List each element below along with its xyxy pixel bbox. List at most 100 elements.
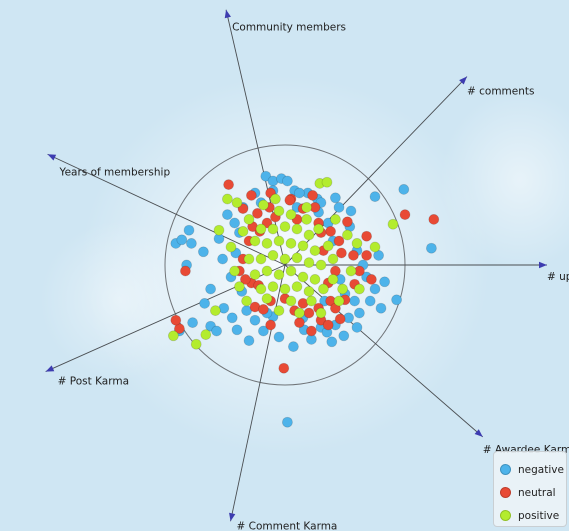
point-neutral xyxy=(252,208,263,219)
point-negative xyxy=(205,283,216,295)
point-positive xyxy=(267,223,279,235)
point-positive xyxy=(261,265,273,277)
point-negative xyxy=(288,341,299,352)
point-negative xyxy=(379,276,390,288)
point-positive xyxy=(327,274,339,285)
point-positive xyxy=(285,238,297,249)
point-negative xyxy=(426,242,437,254)
anchor-label-comments: # comments xyxy=(467,86,535,98)
point-neutral xyxy=(303,307,315,319)
point-neutral xyxy=(180,265,191,277)
point-neutral xyxy=(334,313,346,325)
point-negative xyxy=(176,234,188,246)
point-positive xyxy=(294,307,305,319)
point-neutral xyxy=(333,235,345,247)
point-negative xyxy=(351,322,363,333)
point-negative xyxy=(243,335,255,346)
point-negative xyxy=(369,283,381,295)
point-negative xyxy=(333,202,345,213)
legend-item-negative: negative xyxy=(500,458,566,481)
point-positive xyxy=(249,235,261,247)
point-neutral xyxy=(428,214,440,225)
point-negative xyxy=(198,246,209,258)
anchor-label-years-of-membership: Years of membership xyxy=(59,166,171,178)
point-negative xyxy=(229,217,240,229)
point-neutral xyxy=(246,190,257,201)
anchor-label-post-karma: # Post Karma xyxy=(58,376,129,388)
point-neutral xyxy=(325,226,336,237)
point-positive xyxy=(306,295,317,307)
axis-arrowhead-community-members xyxy=(224,9,231,19)
point-negative xyxy=(364,295,376,307)
point-positive xyxy=(229,265,240,277)
point-positive xyxy=(318,283,329,295)
point-positive xyxy=(222,193,233,205)
legend-label-neutral: neutral xyxy=(518,486,556,499)
legend-label-positive: positive xyxy=(518,509,560,522)
point-negative xyxy=(391,294,402,306)
point-negative xyxy=(282,175,293,187)
point-positive xyxy=(261,238,273,249)
point-negative xyxy=(282,416,293,428)
point-positive xyxy=(291,223,303,235)
point-positive xyxy=(301,214,312,225)
point-negative xyxy=(330,192,341,204)
point-positive xyxy=(322,240,334,252)
axis-community-members xyxy=(225,9,286,266)
anchor-label-community-members: Community members xyxy=(232,22,346,34)
series-positive xyxy=(168,176,399,350)
point-positive xyxy=(261,293,273,304)
point-positive xyxy=(168,330,179,342)
point-positive xyxy=(297,271,309,283)
point-positive xyxy=(255,223,267,235)
point-positive xyxy=(333,295,345,307)
point-positive xyxy=(279,221,291,232)
point-positive xyxy=(303,257,315,268)
point-positive xyxy=(270,193,281,205)
point-neutral xyxy=(258,304,269,315)
point-positive xyxy=(345,265,357,277)
point-positive xyxy=(267,281,279,292)
legend-swatch-neutral xyxy=(500,487,511,498)
point-positive xyxy=(255,253,267,265)
point-negative xyxy=(183,224,195,236)
point-negative xyxy=(354,307,365,319)
point-negative xyxy=(369,191,381,202)
point-positive xyxy=(258,199,269,211)
point-neutral xyxy=(399,209,411,220)
point-positive xyxy=(249,269,261,280)
point-positive xyxy=(327,253,339,265)
point-positive xyxy=(234,281,245,292)
point-negative xyxy=(260,170,272,182)
point-negative xyxy=(249,314,261,326)
series-neutral xyxy=(170,179,440,374)
axis-arrowhead-years-of-membership xyxy=(47,154,57,161)
legend-swatch-positive xyxy=(500,510,511,521)
point-neutral xyxy=(361,230,372,242)
data-points xyxy=(168,170,440,428)
anchor-label-upv: # upv xyxy=(547,271,569,283)
legend-item-neutral: neutral xyxy=(500,481,566,504)
point-positive xyxy=(225,241,237,253)
point-neutral xyxy=(366,274,377,285)
point-neutral xyxy=(265,319,276,331)
point-negative xyxy=(211,325,222,337)
point-positive xyxy=(337,283,348,295)
point-negative xyxy=(187,317,198,328)
point-positive xyxy=(243,214,255,225)
point-positive xyxy=(291,252,303,264)
point-positive xyxy=(279,253,291,265)
anchor-labels: Community members# comments# upv# Awarde… xyxy=(58,22,569,531)
point-positive xyxy=(243,253,255,265)
point-positive xyxy=(200,329,212,340)
point-positive xyxy=(321,176,333,188)
point-positive xyxy=(273,235,285,247)
point-positive xyxy=(273,305,285,316)
point-neutral xyxy=(322,319,334,331)
point-negative xyxy=(345,205,357,217)
axis-arrowhead-comments xyxy=(459,76,468,85)
point-positive xyxy=(330,214,341,225)
point-positive xyxy=(241,295,252,307)
